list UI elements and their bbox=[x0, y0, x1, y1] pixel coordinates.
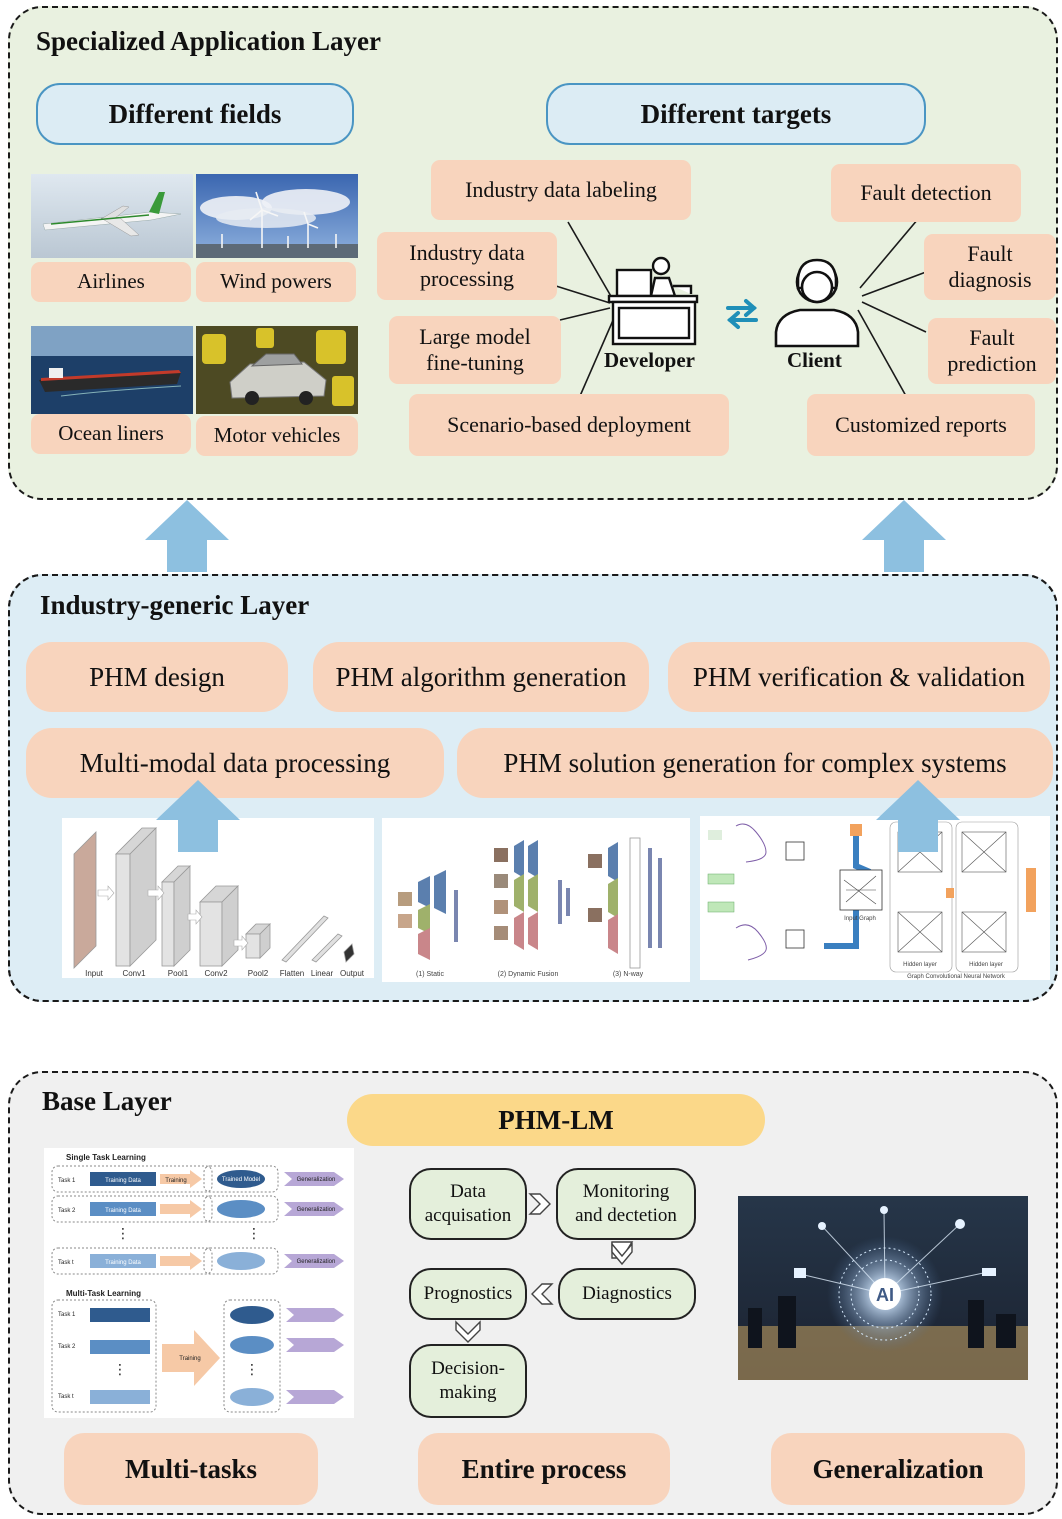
cnn-label-conv1: Conv1 bbox=[122, 969, 146, 978]
layer-title-base: Base Layer bbox=[42, 1086, 172, 1116]
field-wind-powers: Wind powers bbox=[196, 262, 356, 302]
svg-text:⋮: ⋮ bbox=[116, 1225, 130, 1241]
phm-lm-title: PHM-LM bbox=[347, 1094, 765, 1146]
client-icon bbox=[774, 258, 860, 348]
target-fault-prediction: Fault prediction bbox=[928, 318, 1056, 384]
ai-generalization-image: AI bbox=[738, 1196, 1028, 1380]
mtl-gen-2: Generalization bbox=[297, 1207, 336, 1213]
gcn-label-caption: Graph Convolutional Neural Network bbox=[907, 974, 1006, 980]
process-prognostics: Prognostics bbox=[409, 1268, 527, 1320]
footer-multi-tasks: Multi-tasks bbox=[64, 1433, 318, 1505]
ocean-liner-photo bbox=[31, 326, 193, 414]
layer-title-specialized: Specialized Application Layer bbox=[36, 26, 382, 56]
gcn-label-hidden-2: Hidden layer bbox=[969, 962, 1003, 968]
wind-power-photo bbox=[196, 174, 358, 258]
svg-text:⋮: ⋮ bbox=[247, 1225, 261, 1241]
cnn-label-conv2: Conv2 bbox=[204, 969, 228, 978]
mtl-td-2: Training Data bbox=[105, 1208, 141, 1214]
cnn-label-pool1: Pool1 bbox=[168, 969, 189, 978]
mtl-single-task-2: Task 2 bbox=[58, 1208, 76, 1214]
mtl-single-task-t: Task t bbox=[58, 1260, 74, 1266]
item-phm-verification-validation: PHM verification & validation bbox=[668, 642, 1050, 712]
industry-generic-layer-full-frame bbox=[8, 574, 1058, 1002]
cnn-label-output: Output bbox=[340, 969, 365, 978]
mtl-training-1: Training bbox=[165, 1178, 186, 1184]
exchange-arrows-icon bbox=[726, 299, 758, 329]
task-industry-data-labeling: Industry data labeling bbox=[431, 160, 691, 220]
field-airlines: Airlines bbox=[31, 262, 191, 302]
mtl-multi-task-2: Task 2 bbox=[58, 1344, 76, 1350]
mtl-training-multi: Training bbox=[179, 1356, 200, 1362]
item-phm-solution-generation: PHM solution generation for complex syst… bbox=[457, 728, 1053, 798]
different-targets-header: Different targets bbox=[546, 83, 926, 145]
connector-lines bbox=[555, 199, 935, 397]
graph-convolutional-network-figure: Input Graph Hidden layer Hidden layer Gr… bbox=[700, 816, 1050, 980]
up-arrow-right-1 bbox=[862, 500, 946, 572]
task-scenario-based-deployment: Scenario-based deployment bbox=[409, 394, 729, 456]
svg-text:⋮: ⋮ bbox=[113, 1361, 127, 1377]
mtl-multi-title: Multi-Task Learning bbox=[66, 1289, 141, 1298]
cnn-label-flatten: Flatten bbox=[280, 969, 304, 978]
mtl-multi-task-t: Task t bbox=[58, 1394, 74, 1400]
mtl-td-3: Training Data bbox=[105, 1260, 141, 1266]
fusion-label-nway: (3) N-way bbox=[613, 971, 644, 978]
task-industry-data-processing: Industry data processing bbox=[377, 232, 557, 300]
process-monitoring-dectetion: Monitoring and dectetion bbox=[556, 1168, 696, 1240]
target-fault-diagnosis: Fault diagnosis bbox=[924, 234, 1056, 300]
cnn-label-pool2: Pool2 bbox=[248, 969, 269, 978]
mtl-multi-task-1: Task 1 bbox=[58, 1312, 76, 1318]
multimodal-fusion-figure: (1) Static (2) Dynamic Fusion (3) N-way bbox=[382, 818, 690, 982]
process-decision-making: Decision-making bbox=[409, 1344, 527, 1418]
field-ocean-liners: Ocean liners bbox=[31, 414, 191, 454]
field-motor-vehicles: Motor vehicles bbox=[196, 416, 358, 456]
target-customized-reports: Customized reports bbox=[807, 394, 1035, 456]
item-phm-algorithm-generation: PHM algorithm generation bbox=[313, 642, 649, 712]
mtl-gen-3: Generalization bbox=[297, 1259, 336, 1265]
developer-icon bbox=[607, 256, 699, 346]
airline-photo bbox=[31, 174, 193, 258]
motor-vehicle-photo bbox=[196, 326, 358, 414]
mtl-single-title: Single Task Learning bbox=[66, 1153, 146, 1162]
gcn-label-input-graph: Input Graph bbox=[844, 916, 876, 922]
cnn-label-linear: Linear bbox=[311, 969, 334, 978]
mtl-single-task-1: Task 1 bbox=[58, 1178, 76, 1184]
item-multi-modal-data-processing: Multi-modal data processing bbox=[26, 728, 444, 798]
task-large-model-fine-tuning: Large model fine-tuning bbox=[389, 316, 561, 384]
footer-entire-process: Entire process bbox=[418, 1433, 670, 1505]
cnn-architecture-figure: Input Conv1 Pool1 Conv2 Pool2 Flatten Li… bbox=[62, 818, 374, 978]
fusion-label-static: (1) Static bbox=[416, 971, 445, 978]
process-diagnostics: Diagnostics bbox=[558, 1268, 696, 1320]
cnn-label-input: Input bbox=[85, 969, 104, 978]
svg-text:⋮: ⋮ bbox=[245, 1361, 259, 1377]
up-arrow-right-2 bbox=[876, 780, 960, 852]
fusion-label-dynamic: (2) Dynamic Fusion bbox=[498, 971, 559, 978]
mtl-model-1: Trained Model bbox=[222, 1177, 260, 1183]
process-data-acquisation: Data acquisation bbox=[409, 1168, 527, 1240]
item-phm-design: PHM design bbox=[26, 642, 288, 712]
client-label: Client bbox=[787, 348, 842, 372]
mtl-td-1: Training Data bbox=[105, 1178, 141, 1184]
multi-task-learning-figure: Single Task Learning Task 1 Task 2 Task … bbox=[44, 1148, 354, 1418]
gcn-label-hidden-1: Hidden layer bbox=[903, 962, 937, 968]
footer-generalization: Generalization bbox=[771, 1433, 1025, 1505]
developer-label: Developer bbox=[604, 348, 695, 372]
different-fields-header: Different fields bbox=[36, 83, 354, 145]
layer-title-industry-generic: Industry-generic Layer bbox=[40, 590, 310, 620]
target-fault-detection: Fault detection bbox=[831, 164, 1021, 222]
ai-label: AI bbox=[876, 1285, 894, 1305]
up-arrow-left-2 bbox=[156, 780, 240, 852]
mtl-gen-1: Generalization bbox=[297, 1177, 336, 1183]
up-arrow-left-1 bbox=[145, 500, 229, 572]
